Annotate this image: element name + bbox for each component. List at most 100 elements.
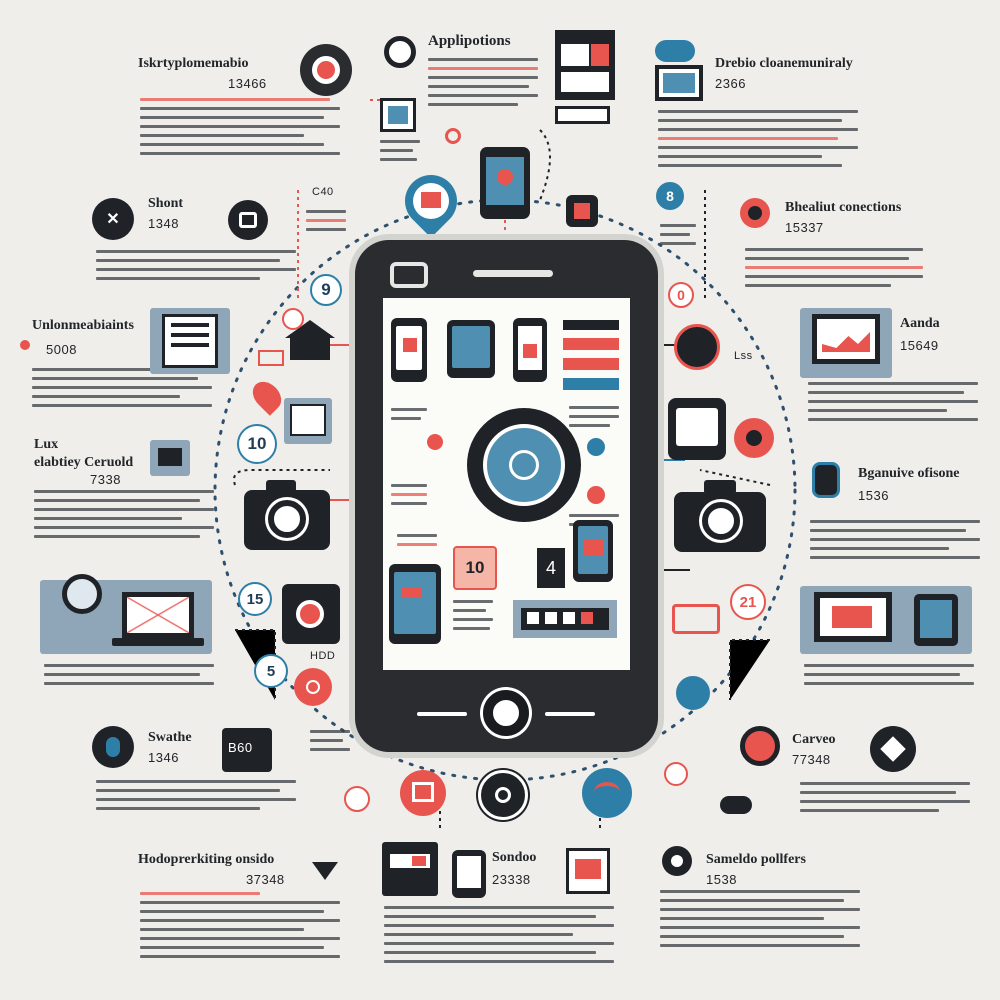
bulb-icon <box>92 726 134 768</box>
badge-10: 10 <box>237 424 277 464</box>
block-hodp: Hodoprerkiting onsido 37348 <box>138 852 285 887</box>
screen-device-3 <box>513 318 547 382</box>
block-title: Shont <box>148 196 184 211</box>
phone-tiny-icon <box>452 850 486 898</box>
block-bgame: Bganuive ofisone 1536 <box>858 466 960 503</box>
block-title: Bganuive ofisone <box>858 466 960 481</box>
connections-small-text <box>660 224 696 245</box>
tools-icon: ✕ <box>92 198 134 240</box>
mouse-icon <box>812 462 840 498</box>
block-value: 37348 <box>246 872 285 887</box>
screen-dot-3 <box>587 486 605 504</box>
screen-device-2 <box>447 320 495 378</box>
window-icon <box>555 30 615 100</box>
block-carveo-text <box>800 782 970 812</box>
screen-text-bottom <box>453 600 493 630</box>
block-value: 1346 <box>148 750 179 765</box>
block-samoido: Sameldo pollfers 1538 <box>706 852 806 887</box>
c40-text <box>306 210 346 231</box>
gear-icon <box>300 44 352 96</box>
block-title: Hodoprerkiting onsido <box>138 852 275 867</box>
phone-screen: 10 4 <box>383 298 630 670</box>
gear-dark-icon <box>478 770 528 820</box>
tablet-dark-icon <box>668 398 726 460</box>
printer-icon <box>382 842 438 896</box>
screen-device-1 <box>391 318 427 382</box>
monitor-icon <box>655 65 703 101</box>
phone-speaker <box>473 270 553 277</box>
block-lux-text <box>34 490 214 538</box>
small-label-lss: Lss <box>734 350 753 362</box>
display-label: B60 <box>228 740 253 755</box>
block-value: 23338 <box>492 872 531 887</box>
laptop-text <box>44 664 214 685</box>
badge-15: 15 <box>238 582 272 616</box>
wifi-icon <box>582 768 632 818</box>
screen-text-left <box>391 408 427 420</box>
screen-dot-1 <box>427 434 443 450</box>
screen-bar-1 <box>563 320 619 330</box>
block-unmon-text <box>32 368 212 407</box>
screen-dot-2 <box>587 438 605 456</box>
block-swane-text <box>96 780 296 810</box>
camera-left-icon <box>244 480 330 550</box>
toolbar-icon <box>555 106 610 124</box>
block-title: Drebio cloanemuniraly <box>715 56 853 71</box>
badge-9: 9 <box>310 274 342 306</box>
block-title: Aanda <box>900 316 940 331</box>
screen-bar-3 <box>563 358 619 370</box>
funnel-icon <box>312 862 338 880</box>
block-value: 77348 <box>792 752 831 767</box>
screen-center-lens <box>467 408 581 522</box>
screen-device-4 <box>573 520 613 582</box>
robot-icon <box>674 324 720 370</box>
badge-5: 5 <box>254 654 288 688</box>
block-unmon: Unlonmeabiaints 5008 <box>32 318 134 357</box>
block-bgame-text <box>810 520 980 559</box>
settings-icon <box>740 198 770 228</box>
block-swane: Swathe 1346 <box>148 730 192 765</box>
book-panel <box>150 308 230 374</box>
small-red-ring <box>282 308 304 330</box>
block-title: Bhealiut conections <box>785 200 902 215</box>
block-short: Shont 1348 <box>148 196 183 231</box>
screen-text-right <box>569 406 619 427</box>
screen-text-left-2 <box>391 484 427 505</box>
home-button[interactable] <box>483 690 529 736</box>
badge-21: 21 <box>730 584 766 620</box>
phone-right-key <box>545 712 595 716</box>
block-carveo: Carveo 77348 <box>792 732 836 767</box>
block-value: 7338 <box>90 472 121 487</box>
screen-badge-4: 4 <box>537 548 565 588</box>
small-red-ring-right <box>664 762 688 786</box>
record-icon <box>282 584 340 644</box>
screen-text-left-3 <box>397 534 437 546</box>
tablet-icon <box>380 98 416 132</box>
ring-red-icon <box>740 726 780 766</box>
small-label-hdd: HDD <box>310 650 336 662</box>
screen-keyboard-panel <box>513 600 617 638</box>
screen-device-5 <box>389 564 441 644</box>
block-title: Swathe <box>148 730 192 745</box>
sun-icon <box>294 668 332 706</box>
toggle-icon <box>676 676 710 710</box>
applications-text <box>428 58 538 106</box>
gear-small-icon <box>662 846 692 876</box>
tablet-caption <box>380 140 420 161</box>
screen-bar-4 <box>563 378 619 390</box>
panel-icon-small <box>284 398 332 444</box>
diamond-icon <box>870 726 916 772</box>
small-label-c40: C40 <box>312 186 334 198</box>
eye-icon <box>734 418 774 458</box>
document-icon <box>566 848 610 894</box>
block-title: Sondoo <box>492 850 537 865</box>
block-top-right-text <box>658 110 858 167</box>
block-title: Iskrtyplomemabio <box>138 56 249 71</box>
block-value: 1536 <box>858 488 889 503</box>
chart-monitor-panel <box>800 308 892 378</box>
block-hodp-text <box>140 892 340 958</box>
block-value: 15649 <box>900 338 939 353</box>
block-top-left: Iskrtyplomemabio 13466 <box>138 56 338 91</box>
block-short-text <box>96 250 296 280</box>
phone-camera <box>390 262 428 288</box>
